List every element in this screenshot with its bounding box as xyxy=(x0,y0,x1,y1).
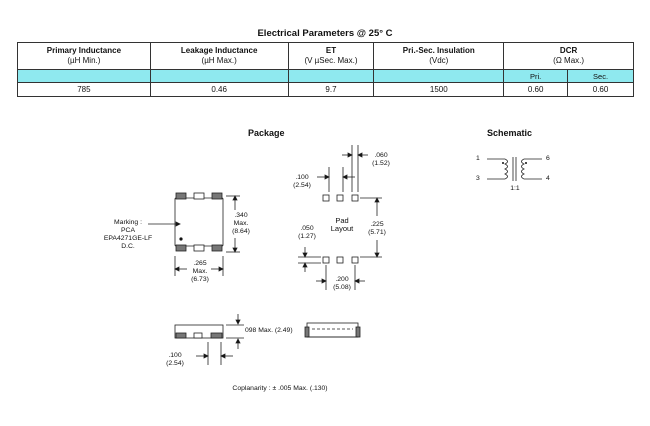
transformer-schematic xyxy=(487,157,542,181)
pad-layout-drawing xyxy=(298,145,382,290)
coplanarity-note: Coplanarity : ± .005 Max. (.130) xyxy=(232,385,328,392)
side-pitch-dimension: .100 (2.54) xyxy=(166,352,184,367)
pad-gap-dimension: .050 (1.27) xyxy=(298,225,316,240)
pad-layout-label: Pad Layout xyxy=(330,216,354,233)
pin-4-label: 4 xyxy=(546,175,550,182)
value-dcr-sec: 0.60 xyxy=(567,82,634,97)
header-primary-inductance: Primary Inductance(µH Min.) xyxy=(17,42,151,70)
dcr-sec-label: Sec. xyxy=(567,69,634,83)
pin-1-label: 1 xyxy=(476,155,480,162)
turns-ratio: 1:1 xyxy=(510,185,520,192)
package-top-view xyxy=(148,192,240,276)
value-dcr-pri: 0.60 xyxy=(503,82,569,97)
pad-pitch-dimension: .100 (2.54) xyxy=(293,174,311,189)
span-dimension: .200 (5.08) xyxy=(333,276,351,291)
pin-6-label: 6 xyxy=(546,155,550,162)
width-dimension: .265 Max. (6.73) xyxy=(191,260,209,283)
electrical-parameters-table: Primary Inductance(µH Min.) Leakage Indu… xyxy=(17,42,634,97)
package-end-view xyxy=(304,322,361,338)
value-leakage-inductance: 0.46 xyxy=(149,82,289,97)
row-spacing-dimension: .225 (5.71) xyxy=(368,221,386,236)
pad-width-dimension: .060 (1.52) xyxy=(372,152,390,167)
height-dimension: .340 Max. (8.64) xyxy=(232,212,250,235)
header-dcr: DCR(Ω Max.) xyxy=(503,42,634,70)
side-height-dimension: 098 Max. (2.49) xyxy=(245,327,293,334)
table-title: Electrical Parameters @ 25° C xyxy=(257,28,393,39)
package-side-view xyxy=(174,314,244,365)
schematic-heading: Schematic xyxy=(487,128,533,138)
package-heading: Package xyxy=(248,128,285,138)
value-insulation: 1500 xyxy=(373,82,505,97)
pin-3-label: 3 xyxy=(476,175,480,182)
marking-text: Marking : PCA EPA4271GE-LF D.C. xyxy=(103,219,153,250)
dcr-pri-label: Pri. xyxy=(503,69,569,83)
